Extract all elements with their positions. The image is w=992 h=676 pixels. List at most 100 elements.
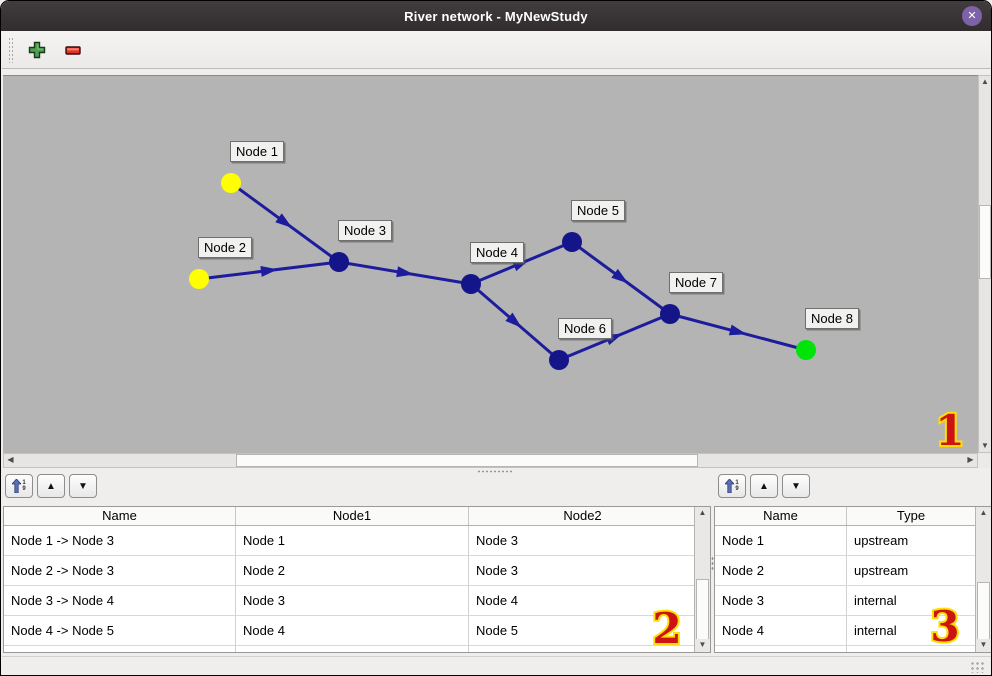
table-cell[interactable]: internal bbox=[854, 623, 897, 638]
table-scroll-thumb[interactable] bbox=[696, 579, 709, 642]
table-cell[interactable]: Node 5 bbox=[476, 623, 518, 638]
node-label-node-1[interactable]: Node 1 bbox=[230, 141, 284, 162]
canvas-vertical-scrollbar[interactable]: ▲ ▼ bbox=[978, 75, 991, 453]
table-cell[interactable]: Node 1 bbox=[236, 526, 469, 555]
scroll-up-icon[interactable]: ▲ bbox=[979, 76, 991, 88]
left-move-up-button[interactable]: ▲ bbox=[37, 474, 65, 498]
remove-minus-icon bbox=[65, 45, 81, 55]
node-label-node-5[interactable]: Node 5 bbox=[571, 200, 625, 221]
splitter-handle-icon bbox=[477, 470, 513, 473]
vertical-pane-splitter[interactable] bbox=[711, 506, 714, 653]
scroll-up-icon[interactable]: ▲ bbox=[976, 507, 991, 520]
toolbar-grip-handle[interactable] bbox=[8, 36, 14, 63]
right-sort-button[interactable]: 1 9 bbox=[718, 474, 746, 498]
scroll-down-icon[interactable]: ▼ bbox=[695, 639, 710, 652]
table-cell[interactable]: internal bbox=[854, 593, 897, 608]
table-cell[interactable]: Node 3 bbox=[476, 563, 518, 578]
sort-digit-top: 1 bbox=[22, 480, 26, 486]
table-cell[interactable]: Node 3 bbox=[476, 533, 518, 548]
edge-node-3-to-node-4[interactable] bbox=[338, 260, 472, 286]
table-cell[interactable]: Node 2 bbox=[715, 556, 847, 585]
node-node-7[interactable] bbox=[660, 304, 680, 324]
scroll-left-icon[interactable]: ◀ bbox=[4, 454, 17, 467]
add-button[interactable] bbox=[24, 37, 50, 63]
column-header-name[interactable]: Name bbox=[715, 507, 847, 525]
column-header-node2[interactable]: Node2 bbox=[563, 508, 602, 523]
column-header-name[interactable]: Name bbox=[4, 507, 236, 525]
resize-grip-icon[interactable] bbox=[970, 661, 986, 673]
node-node-1[interactable] bbox=[221, 173, 241, 193]
table-header-row: Name Type bbox=[715, 507, 991, 526]
table-cell[interactable]: Node 4 bbox=[715, 616, 847, 645]
table-cell[interactable]: Node 3 bbox=[715, 586, 847, 615]
table-cell[interactable]: Node 4 bbox=[236, 616, 469, 645]
right-move-down-button[interactable]: ▼ bbox=[782, 474, 810, 498]
network-diagram[interactable] bbox=[3, 76, 978, 453]
edge-node-2-to-node-3[interactable] bbox=[198, 260, 340, 281]
horizontal-pane-splitter[interactable] bbox=[2, 468, 991, 474]
scrollbar-corner bbox=[978, 453, 991, 468]
node-node-2[interactable] bbox=[189, 269, 209, 289]
right-move-up-button[interactable]: ▲ bbox=[750, 474, 778, 498]
node-label-node-7[interactable]: Node 7 bbox=[669, 272, 723, 293]
node-node-6[interactable] bbox=[549, 350, 569, 370]
river-network-canvas[interactable]: Node 1 Node 2 Node 3 Node 4 Node 5 Node 6 Node… bbox=[3, 75, 978, 453]
remove-button[interactable] bbox=[60, 37, 86, 63]
table-cell[interactable]: Node 1 -> Node 3 bbox=[4, 526, 236, 555]
table-row-partial bbox=[715, 646, 991, 652]
title-bar[interactable]: River network - MyNewStudy ✕ bbox=[1, 1, 991, 31]
node-label-node-6[interactable]: Node 6 bbox=[558, 318, 612, 339]
table-row[interactable]: Node 2 upstream bbox=[715, 556, 991, 586]
column-header-type[interactable]: Type bbox=[896, 508, 926, 523]
table-cell[interactable]: Node 4 bbox=[476, 593, 518, 608]
left-table-scrollbar[interactable]: ▲ ▼ bbox=[694, 507, 710, 652]
table-cell[interactable]: Node 4 -> Node 5 bbox=[4, 616, 236, 645]
node-node-8[interactable] bbox=[796, 340, 816, 360]
table-cell[interactable]: Node 3 bbox=[236, 586, 469, 615]
sort-1-9-icon: 1 9 bbox=[12, 479, 26, 493]
edge-node-7-to-node-8[interactable] bbox=[669, 312, 807, 352]
table-scroll-thumb[interactable] bbox=[977, 582, 990, 643]
edge-node-5-to-node-7[interactable] bbox=[571, 240, 671, 316]
table-row[interactable]: Node 3 internal bbox=[715, 586, 991, 616]
table-cell[interactable]: upstream bbox=[854, 563, 909, 578]
left-sort-button[interactable]: 1 9 bbox=[5, 474, 33, 498]
node-node-3[interactable] bbox=[329, 252, 349, 272]
scroll-up-icon[interactable]: ▲ bbox=[695, 507, 710, 520]
edge-node-4-to-node-6[interactable] bbox=[470, 282, 560, 362]
table-row[interactable]: Node 4 internal bbox=[715, 616, 991, 646]
canvas-horizontal-scrollbar[interactable]: ◀ ▶ bbox=[3, 453, 978, 468]
right-table-scrollbar[interactable]: ▲ ▼ bbox=[975, 507, 991, 652]
column-header-node1[interactable]: Node1 bbox=[236, 507, 469, 525]
edge-arrow-icon bbox=[505, 312, 522, 328]
node-label-node-4[interactable]: Node 4 bbox=[470, 242, 524, 263]
horizontal-scroll-thumb[interactable] bbox=[236, 454, 698, 467]
node-label-node-3[interactable]: Node 3 bbox=[338, 220, 392, 241]
table-cell[interactable]: Node 2 bbox=[236, 556, 469, 585]
scroll-right-icon[interactable]: ▶ bbox=[964, 454, 977, 467]
edge-node-1-to-node-3[interactable] bbox=[230, 181, 340, 264]
table-cell[interactable]: Node 2 -> Node 3 bbox=[4, 556, 236, 585]
table-cell[interactable]: Node 3 -> Node 4 bbox=[4, 586, 236, 615]
table-row[interactable]: Node 1 upstream bbox=[715, 526, 991, 556]
vertical-scroll-thumb[interactable] bbox=[979, 205, 991, 279]
table-cell[interactable]: upstream bbox=[854, 533, 909, 548]
table-cell[interactable]: Node 1 bbox=[715, 526, 847, 555]
node-label-node-2[interactable]: Node 2 bbox=[198, 237, 252, 258]
close-button[interactable]: ✕ bbox=[962, 6, 982, 26]
node-node-4[interactable] bbox=[461, 274, 481, 294]
node-node-5[interactable] bbox=[562, 232, 582, 252]
sort-arrow-icon bbox=[12, 479, 22, 493]
node-label-node-8[interactable]: Node 8 bbox=[805, 308, 859, 329]
splitter-handle-icon bbox=[711, 556, 714, 572]
scroll-down-icon[interactable]: ▼ bbox=[976, 639, 991, 652]
scroll-down-icon[interactable]: ▼ bbox=[979, 440, 991, 452]
left-move-down-button[interactable]: ▼ bbox=[69, 474, 97, 498]
